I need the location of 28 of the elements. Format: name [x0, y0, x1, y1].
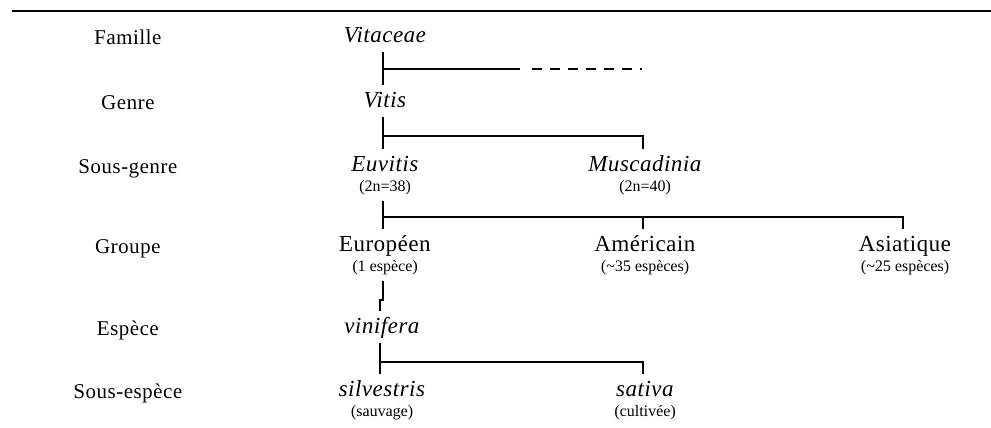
taxon-note: (2n=40)	[619, 177, 671, 197]
taxon-note: (~25 espèces)	[860, 257, 950, 277]
taxon-name: Vitis	[364, 87, 406, 113]
rank-label: Groupe	[95, 233, 161, 259]
taxon-name: Vitaceae	[344, 22, 426, 48]
rank-label: Espèce	[96, 315, 160, 341]
branch-line	[379, 281, 384, 311]
taxon-note: (cultivée)	[614, 402, 676, 422]
taxon-name: Américain	[594, 231, 696, 257]
rank-label: Genre	[101, 89, 155, 115]
rank-label: Sous-genre	[78, 153, 178, 179]
branch-line	[382, 201, 904, 229]
taxon-note: (1 espèce)	[352, 257, 418, 277]
taxon-note: (~35 espèces)	[600, 257, 690, 277]
taxon-note: (2n=38)	[359, 177, 411, 197]
taxon-name: sativa	[616, 376, 674, 402]
branch-line	[382, 117, 644, 149]
taxon-note: (sauvage)	[350, 402, 414, 422]
taxon-name: silvestris	[338, 376, 426, 402]
taxon-name: Euvitis	[351, 151, 419, 177]
branch-line	[379, 343, 644, 374]
rank-label: Famille	[94, 24, 162, 50]
taxon-name: Muscadinia	[588, 151, 702, 177]
taxon-name: vinifera	[344, 313, 420, 339]
taxon-name: Asiatique	[858, 231, 952, 257]
taxon-name: Européen	[338, 231, 432, 257]
dashed-branch-line	[382, 52, 642, 70]
rank-label: Sous-espèce	[73, 378, 183, 404]
